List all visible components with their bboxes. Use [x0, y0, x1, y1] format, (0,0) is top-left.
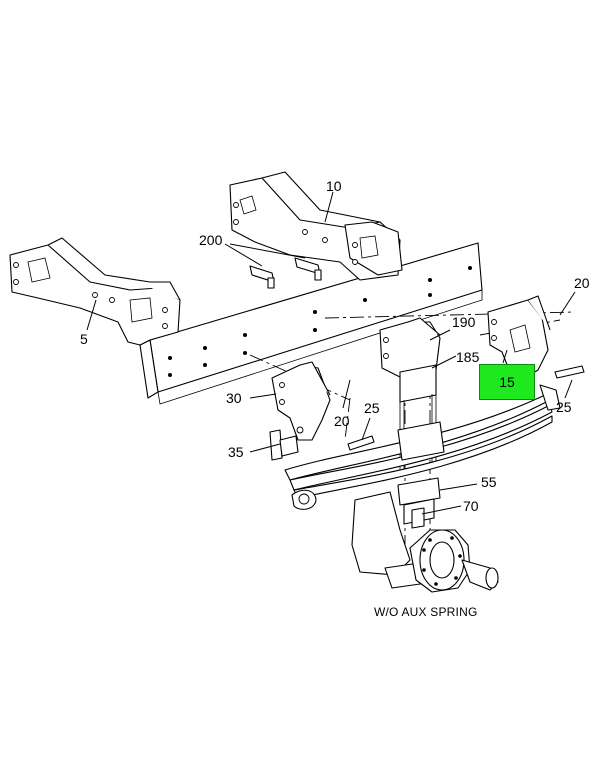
spring-hanger-15 — [487, 295, 551, 379]
callout-25-left: 25 — [364, 400, 380, 416]
callout-10: 10 — [326, 178, 342, 194]
callout-190: 190 — [452, 314, 476, 330]
leaf-spring — [284, 384, 561, 510]
callout-5: 5 — [80, 331, 88, 347]
callout-35: 35 — [228, 444, 244, 460]
callout-70: 70 — [463, 498, 479, 514]
spring-pin-25b — [554, 365, 585, 379]
callout-30: 30 — [226, 390, 242, 406]
bumper-70 — [411, 507, 425, 529]
spring-seat-190 — [379, 317, 441, 379]
spring-pin-25a — [347, 435, 375, 451]
callout-20-right: 20 — [574, 275, 590, 291]
view-caption: W/O AUX SPRING — [374, 605, 478, 619]
callout-15-highlighted[interactable]: 15 — [479, 364, 535, 400]
callout-185: 185 — [456, 349, 480, 365]
axle-housing — [351, 491, 499, 593]
crossmember-5 — [9, 237, 181, 346]
leader-lines — [86, 191, 576, 515]
callout-55: 55 — [481, 474, 497, 490]
callout-200: 200 — [199, 232, 223, 248]
crossmember-10 — [229, 171, 403, 281]
bracket-200 — [249, 257, 322, 289]
callout-25-right: 25 — [556, 399, 572, 415]
shackle-35 — [269, 429, 299, 461]
spring-hanger-30 — [271, 361, 331, 441]
callout-20-left: 20 — [334, 413, 350, 429]
